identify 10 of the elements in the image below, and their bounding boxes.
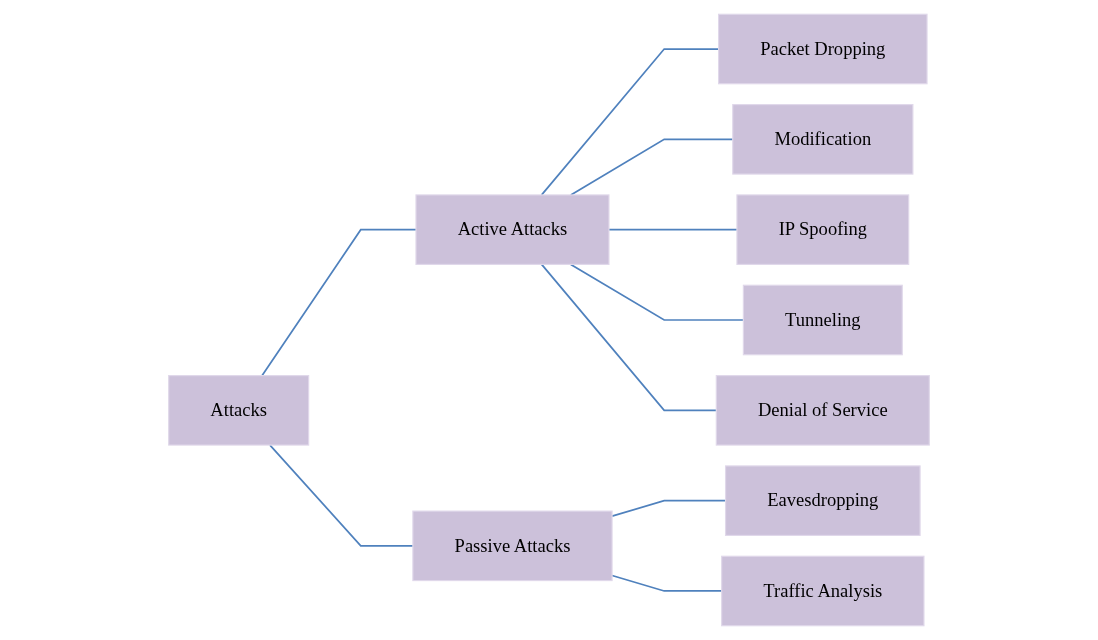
node-box: Active Attacks	[415, 194, 610, 265]
node-box: Packet Dropping	[718, 13, 928, 85]
node-box: Eavesdropping	[724, 465, 921, 536]
node-box: IP Spoofing	[736, 194, 910, 265]
node-box: Passive Attacks	[412, 510, 613, 582]
node-box: Denial of Service	[715, 375, 930, 446]
node-box: Attacks	[168, 375, 310, 446]
node-box: Modification	[732, 104, 914, 175]
node-box: Tunneling	[742, 284, 903, 356]
node-box: Traffic Analysis	[721, 555, 925, 627]
